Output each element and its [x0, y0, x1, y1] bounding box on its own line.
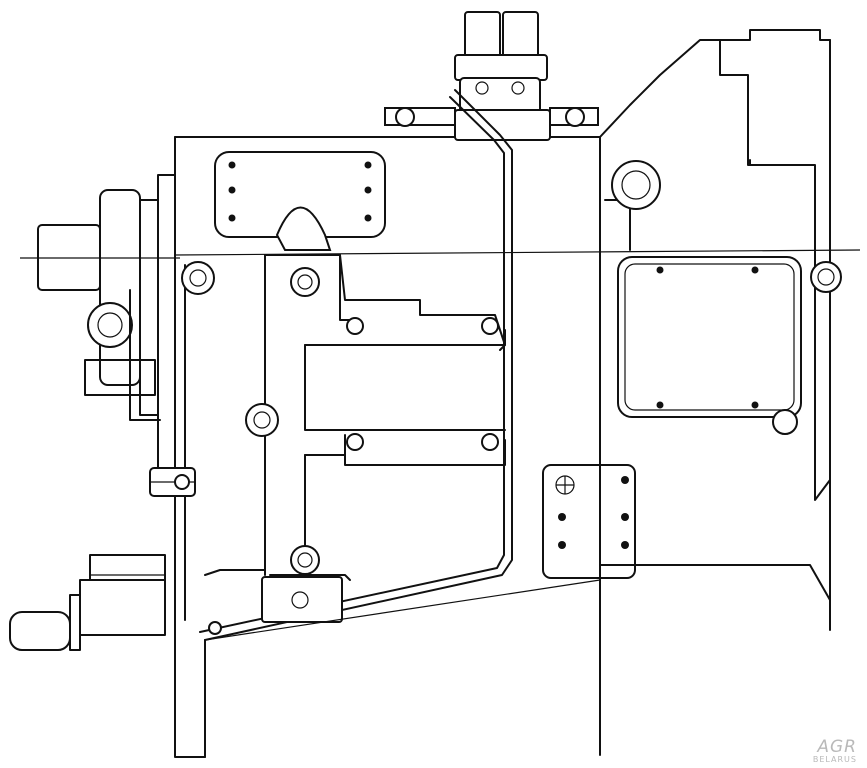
pipe-line: [199, 89, 513, 641]
watermark-logo: AGR: [817, 737, 857, 757]
left-flange-assembly: [20, 174, 180, 476]
top-valve-assembly: [384, 11, 599, 141]
shift-linkage-body: [264, 254, 506, 581]
side-cover-plate: [617, 256, 802, 435]
bosses: [181, 160, 842, 575]
top-cover-plate: [214, 151, 386, 251]
bracket-plate: [542, 464, 636, 579]
side-plug: [149, 467, 196, 497]
housing-outline: [174, 136, 861, 758]
bottom-connector-assembly: [9, 554, 166, 651]
watermark-subtext: BELARUS: [812, 755, 857, 764]
bottom-bracket: [204, 569, 601, 641]
watermark: AGR BELARUS: [813, 739, 857, 764]
